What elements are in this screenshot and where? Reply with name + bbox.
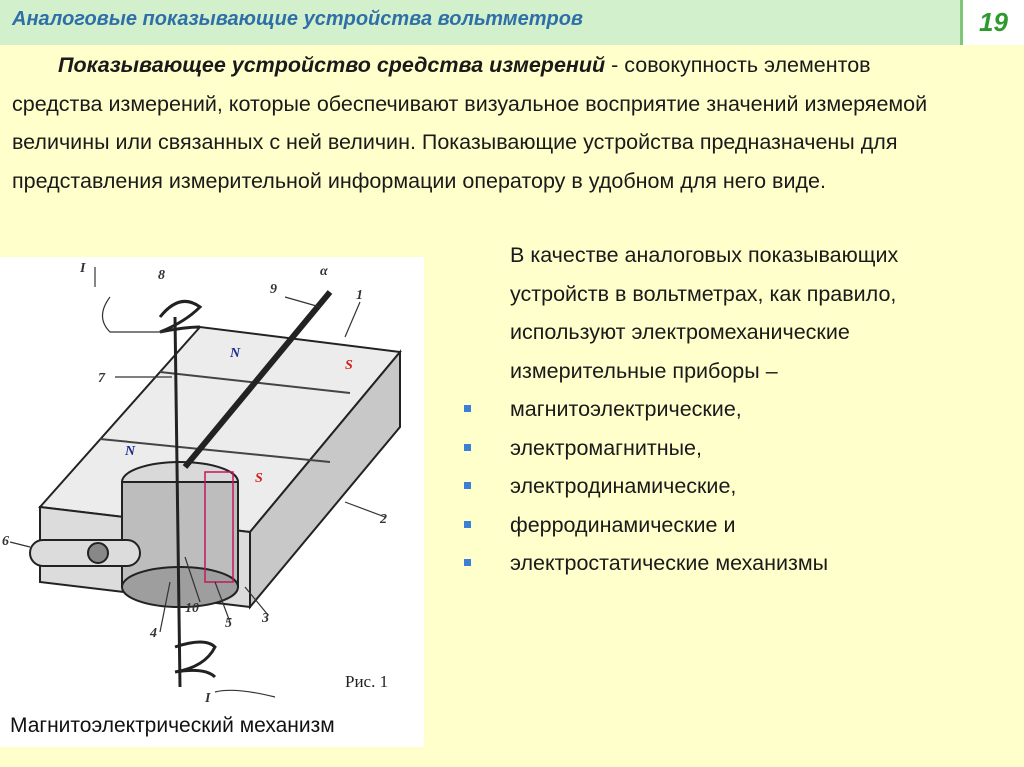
bullet-icon xyxy=(464,520,471,528)
label-9: 9 xyxy=(270,282,277,297)
label-7: 7 xyxy=(98,371,106,386)
shaft-pointer xyxy=(173,290,333,688)
bullet-icon xyxy=(464,405,471,412)
moving-coil xyxy=(121,461,239,608)
label-10: 10 xyxy=(185,601,199,616)
intro-paragraph: Показывающее устройство средства измерен… xyxy=(12,46,952,200)
springs xyxy=(158,299,217,679)
label-current-in: I xyxy=(79,261,86,276)
leader-lines xyxy=(9,267,386,698)
figure-caption: Магнитоэлектрический механизм xyxy=(0,706,424,746)
voltmeter-types-block: В качестве аналоговых показывающих устро… xyxy=(460,236,1000,583)
list-item: магнитоэлектрические, xyxy=(460,390,1000,429)
slide-title: Аналоговые показывающие устройства вольт… xyxy=(12,8,584,30)
zero-adjuster xyxy=(29,539,141,567)
label-4: 4 xyxy=(149,626,157,641)
label-pole-s-bottom: S xyxy=(255,471,263,486)
label-5: 5 xyxy=(225,616,232,631)
bullet-icon xyxy=(464,559,471,566)
label-current-out: I xyxy=(204,691,211,706)
list-item: электродинамические, xyxy=(460,467,1000,506)
mechanism-diagram: I 8 9 1 α N S N S 7 2 6 4 10 5 3 I Рис. … xyxy=(2,261,402,706)
types-list: магнитоэлектрические, электромагнитные, … xyxy=(460,390,1000,583)
list-item: ферродинамические и xyxy=(460,506,1000,545)
label-6: 6 xyxy=(2,534,9,549)
bullet-icon xyxy=(464,482,471,489)
label-alpha: α xyxy=(320,264,328,279)
label-1: 1 xyxy=(356,288,363,303)
label-8: 8 xyxy=(158,268,165,283)
list-item: электростатические механизмы xyxy=(460,544,1000,583)
figure-labels: I 8 9 1 α N S N S 7 2 6 4 10 5 3 I Рис. … xyxy=(2,261,388,706)
definition-term: Показывающее устройство средства измерен… xyxy=(58,53,606,77)
header-bar: Аналоговые показывающие устройства вольт… xyxy=(0,0,1024,45)
label-pole-n-bottom: N xyxy=(124,444,136,459)
definition-text: - совокупность элементов средства измере… xyxy=(12,53,928,193)
label-pole-s-top: S xyxy=(345,358,353,373)
types-lead-text: В качестве аналоговых показывающих устро… xyxy=(510,243,899,383)
label-pole-n-top: N xyxy=(229,346,241,361)
label-2: 2 xyxy=(379,512,387,527)
page-number: 19 xyxy=(960,0,1024,45)
label-3: 3 xyxy=(261,611,269,626)
list-item: электромагнитные, xyxy=(460,429,1000,468)
mechanism-figure: I 8 9 1 α N S N S 7 2 6 4 10 5 3 I Рис. … xyxy=(0,257,424,747)
figure-number: Рис. 1 xyxy=(345,672,388,691)
bullet-icon xyxy=(464,443,471,451)
